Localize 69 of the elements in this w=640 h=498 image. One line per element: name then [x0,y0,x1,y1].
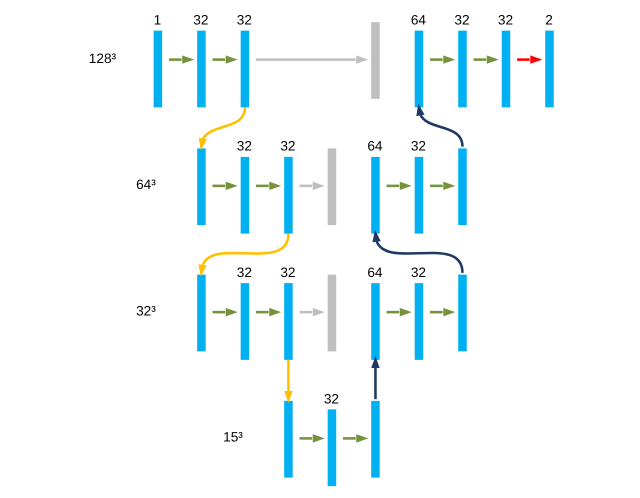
node-label: 32 [193,12,208,28]
node-label: 32 [454,12,470,28]
node-label: 64 [367,264,383,280]
node-box [328,409,336,486]
node-label: 32 [236,138,252,154]
node-bar [458,274,467,352]
node-label: 32 [280,264,296,280]
label: 15³ [223,430,243,445]
node-bar [458,148,467,226]
arrow [212,182,238,190]
node-label: 32 [410,138,426,154]
arrow [372,230,464,274]
node-label: 32 [236,12,252,28]
arrow [416,104,464,147]
node-box [154,30,162,108]
node-bar [328,274,336,352]
arrow [300,182,325,190]
arrow [284,360,293,404]
arrow [198,233,290,277]
arrow [430,308,456,316]
node-label: 1 [154,12,162,28]
arrow [386,182,412,190]
arrow [212,55,238,64]
node-box [502,30,510,108]
arrow [256,55,368,64]
node-label: 64 [367,138,383,154]
node-box [414,283,424,360]
node-label: 2 [545,12,553,28]
node-box [371,283,380,360]
arrow [256,182,282,190]
arrow [256,308,282,316]
node-label: 32 [236,264,252,280]
node-box [240,156,250,234]
node-label: 64 [410,12,426,28]
arrow [212,308,238,316]
node-label: 32 [410,264,426,280]
node-bar [371,22,380,99]
node-bar [328,148,336,226]
arrow [517,55,542,64]
node-box [414,30,424,108]
node-box [458,30,467,108]
node-bar [197,274,206,352]
arrow [343,434,368,443]
arrow [371,356,380,400]
arrow [169,55,194,64]
label: 64³ [136,177,156,192]
arrow [300,434,325,443]
node-box [414,156,424,234]
label: 32³ [136,303,156,318]
node-box [545,30,554,108]
node-bar [284,400,293,478]
node-box [197,30,206,108]
arrow [430,182,456,190]
arrow [198,107,246,150]
node-bar [371,400,380,478]
arrow [474,55,499,64]
node-label: 32 [280,138,296,154]
node-box [240,30,250,108]
label: 128³ [88,50,116,66]
arrow [300,308,325,316]
node-bar [197,148,206,226]
node-box [240,283,250,360]
node-box [371,156,380,234]
node-box [284,156,293,234]
node-box [284,283,293,360]
node-label: 32 [324,391,340,406]
node-label: 32 [498,12,514,28]
arrow [386,308,412,316]
arrow [430,55,456,64]
